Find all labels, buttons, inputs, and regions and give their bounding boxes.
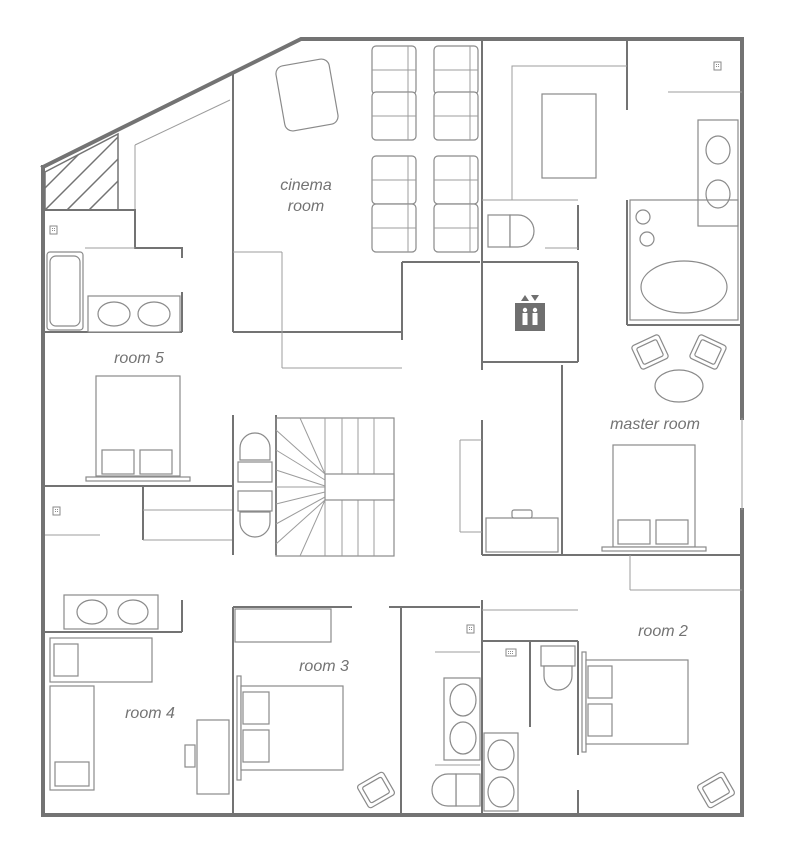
center-bath-fixtures [431,645,576,812]
corridor-toilets [237,432,273,538]
cinema-seats [275,45,479,253]
hatched-shaft [44,132,119,211]
outer-walls [40,37,744,817]
room5-furniture [46,251,191,482]
label-room-2: room 2 [638,623,688,640]
elevator-icon [515,295,545,331]
label-master-room: master room [610,416,700,433]
room-labels: cinema room room 5 master room room 2 ro… [114,177,700,722]
inner-walls [45,39,743,815]
outlet-icon [49,225,58,235]
staircase [275,417,395,557]
label-cinema-room-line1: cinema [280,177,332,194]
room4-furniture [49,594,230,795]
outlet-icon [505,648,517,657]
outlet-icon [713,61,722,71]
outlet-icons [49,61,722,657]
label-cinema-room-line2: room [288,198,324,215]
label-room-5: room 5 [114,350,164,367]
outlet-icon [466,624,475,634]
room2-furniture [581,651,737,810]
master-room-furniture [485,333,728,553]
top-center-room-furniture [487,93,597,248]
label-room-3: room 3 [299,658,349,675]
label-room-4: room 4 [125,705,175,722]
outlet-icon [52,506,61,516]
room3-furniture [234,608,397,810]
master-bath-fixtures [629,119,739,321]
